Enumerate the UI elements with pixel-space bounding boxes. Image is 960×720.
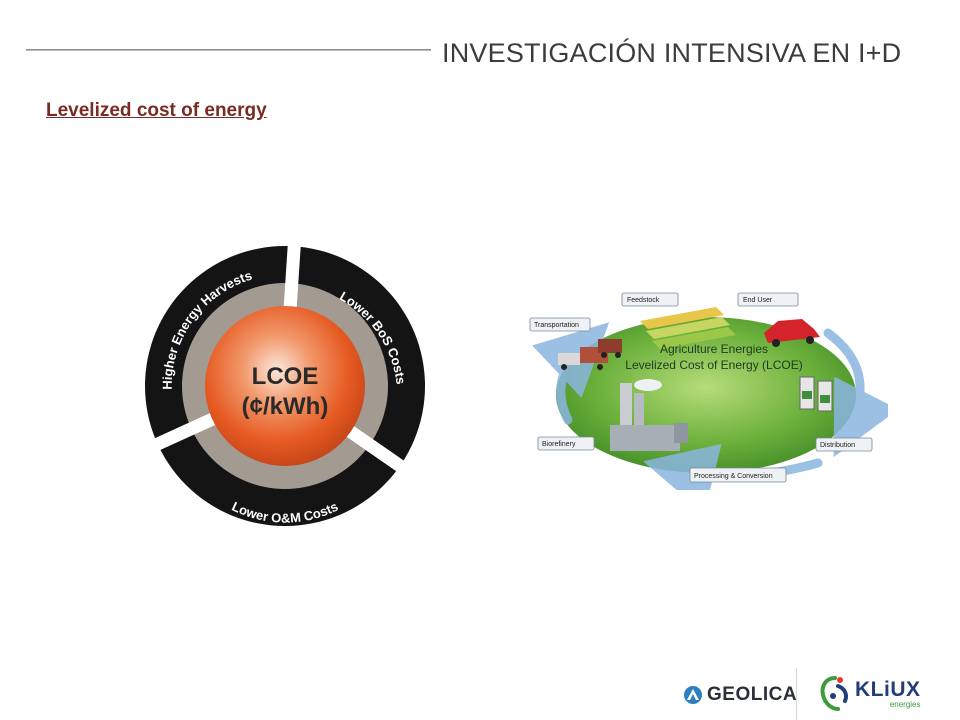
core-circle [205, 306, 365, 466]
label-feedstock: Feedstock [627, 297, 660, 304]
geolica-mark-icon [684, 686, 702, 704]
kliux-subtext: energies [889, 700, 921, 709]
geolica-wordmark: GEOLICA [707, 684, 798, 705]
label-end-user: End User [743, 297, 773, 304]
page-title: INVESTIGACIÓN INTENSIVA EN I+D [442, 38, 902, 68]
label-transportation: Transportation [534, 322, 579, 329]
kliux-wordmark: KLiUX [855, 678, 921, 701]
footer-divider [796, 668, 797, 720]
biorefinery-icon [610, 379, 688, 451]
header-rule [26, 49, 431, 51]
core-label-units: (¢/kWh) [242, 393, 329, 420]
car-icon [764, 319, 820, 347]
core-label-lcoe: LCOE [252, 363, 319, 390]
label-distribution: Distribution [820, 442, 855, 449]
lcoe-wheel-diagram: LCOE (¢/kWh) Higher Energy Harvests Lowe… [145, 236, 425, 526]
crop-rows-icon [640, 307, 736, 349]
geolica-logo: GEOLICA [683, 678, 797, 712]
agri-title-line1: Agriculture Energies [660, 342, 768, 356]
agriculture-energies-illustration: Agriculture Energies Levelized Cost of E… [529, 292, 888, 490]
truck-icon [558, 339, 622, 370]
fuel-pump-icon [799, 376, 833, 412]
agri-title-line2: Levelized Cost of Energy (LCOE) [625, 358, 802, 372]
section-subtitle: Levelized cost of energy [46, 100, 267, 121]
kliux-mark-icon [820, 676, 849, 711]
label-processing: Processing & Conversion [694, 473, 773, 480]
label-biorefinery: Biorefinery [542, 441, 576, 448]
kliux-logo: KLiUX energies [818, 672, 921, 716]
